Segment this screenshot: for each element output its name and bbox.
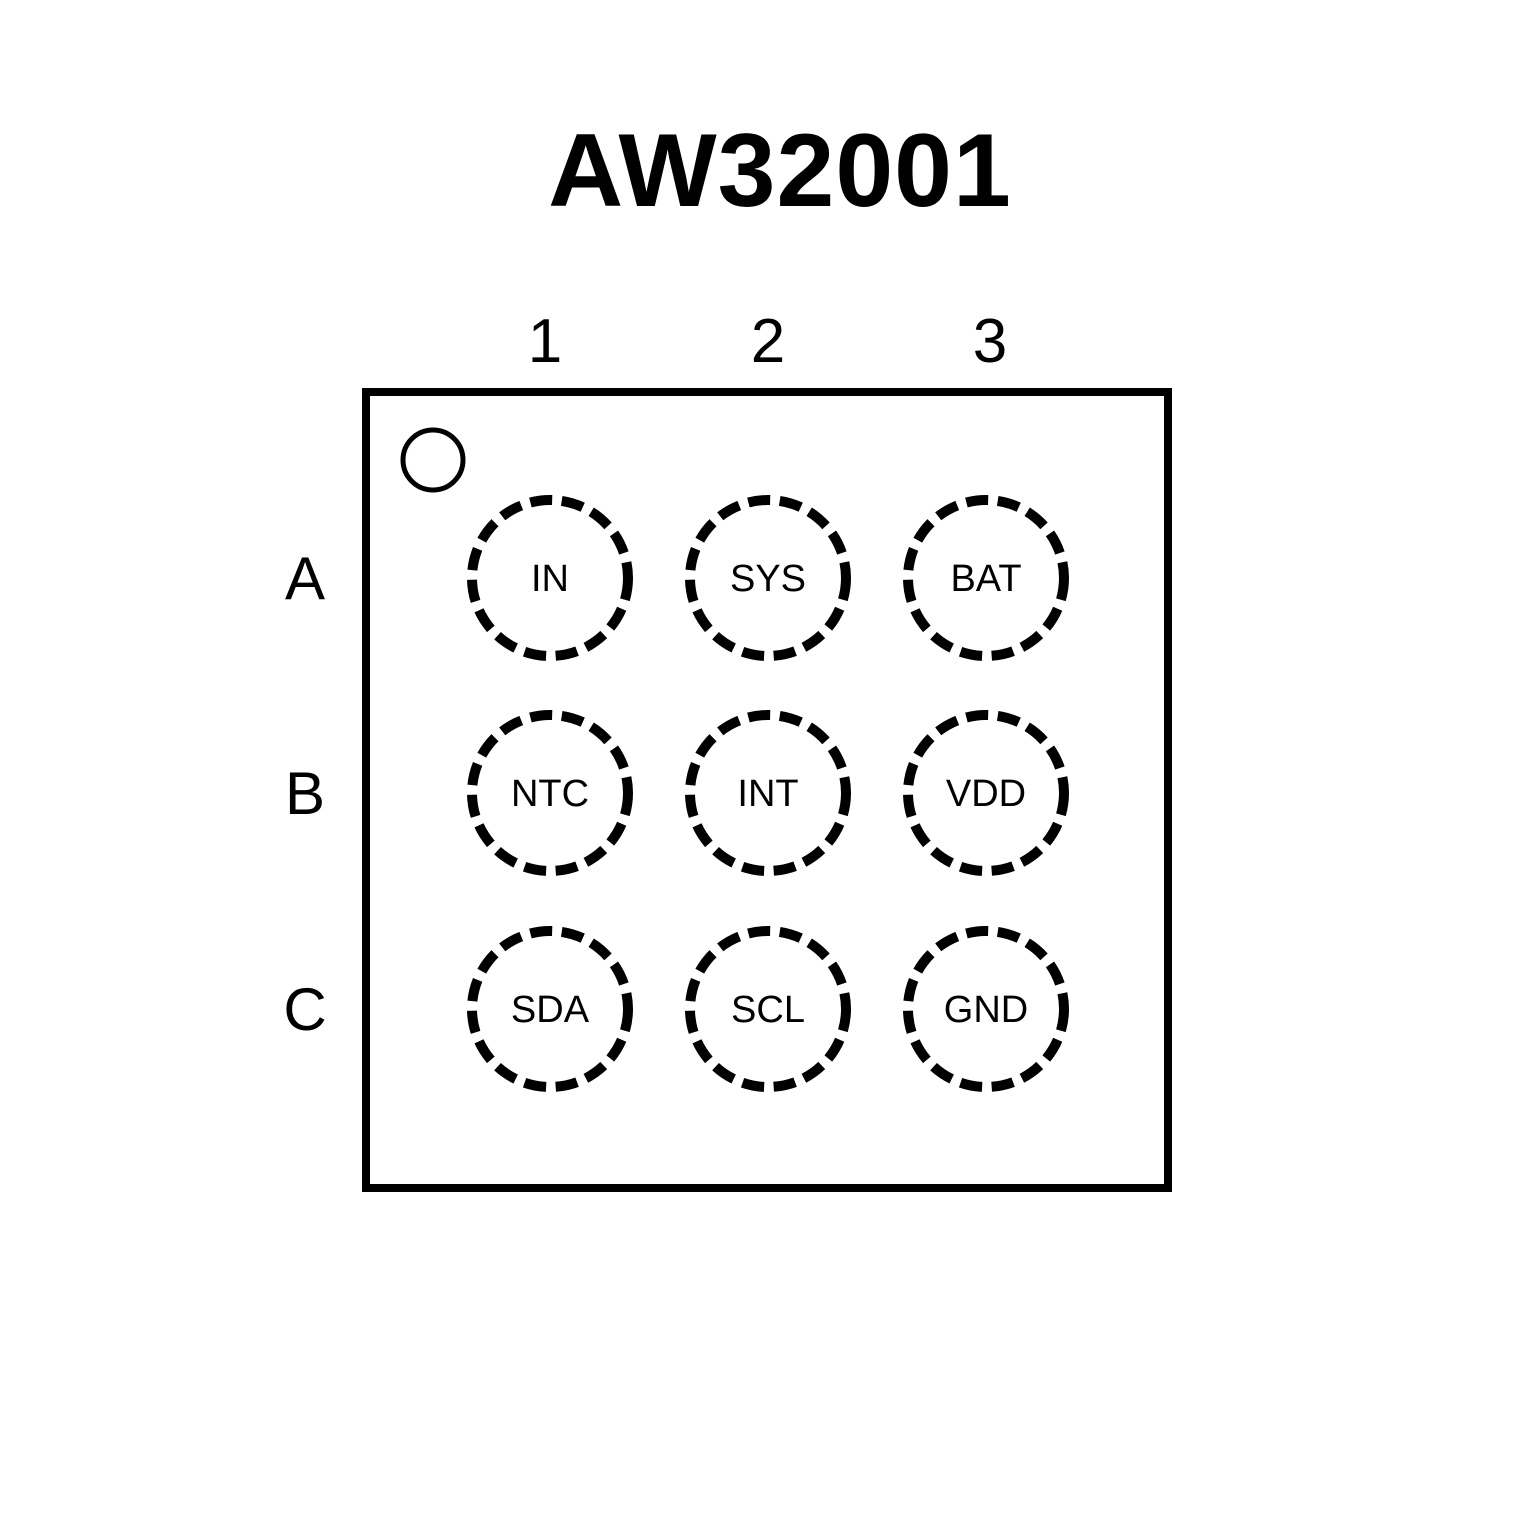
pin-ball-a2: SYS [685,495,851,661]
ball-circle-icon [685,926,851,1092]
chip-title: AW32001 [548,113,1012,229]
ball-circle-icon [903,495,1069,661]
ball-circle-icon [467,495,633,661]
pin-ball-b3: VDD [903,710,1069,876]
ball-circle-icon [903,926,1069,1092]
pin-label-b3: VDD [946,773,1026,815]
pin-ball-a1: IN [467,495,633,661]
pin-ball-b1: NTC [467,710,633,876]
ball-circle-icon [685,495,851,661]
pin-label-a1: IN [531,558,569,600]
pin-ball-c2: SCL [685,926,851,1092]
row-label-a: A [285,545,325,612]
row-labels: A B C [283,545,326,1043]
row-label-c: C [283,976,326,1043]
pin-ball-c1: SDA [467,926,633,1092]
pin-label-a3: BAT [950,558,1021,600]
column-header-2: 2 [751,307,785,376]
pin-ball-c3: GND [903,926,1069,1092]
ball-circle-icon [467,926,633,1092]
pin-ball-a3: BAT [903,495,1069,661]
ball-grid: IN SYS BAT NTC INT VDD [467,495,1069,1092]
ball-circle-icon [685,710,851,876]
row-label-b: B [285,760,325,827]
pin1-indicator-icon [400,427,466,493]
column-headers: 1 2 3 [528,307,1007,376]
pin-ball-b2: INT [685,710,851,876]
pin-label-a2: SYS [730,558,806,600]
column-header-1: 1 [528,307,562,376]
pin-label-c2: SCL [731,989,805,1031]
pin-label-c3: GND [944,989,1028,1031]
column-header-3: 3 [973,307,1007,376]
pin-label-b1: NTC [511,773,589,815]
pin-label-b2: INT [737,773,798,815]
pin-label-c1: SDA [511,989,590,1031]
ball-circle-icon [467,710,633,876]
package-outline [362,388,1172,1192]
ball-circle-icon [903,710,1069,876]
